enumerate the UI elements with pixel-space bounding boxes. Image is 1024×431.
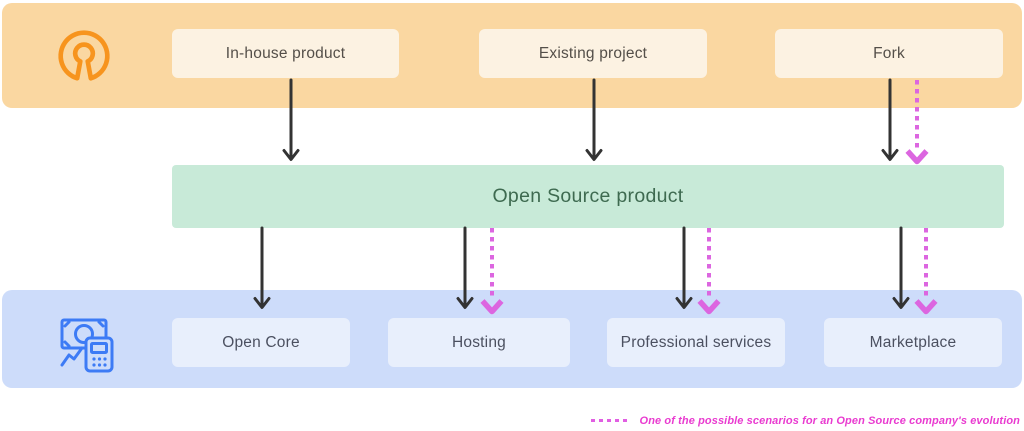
monetization-icon	[58, 316, 116, 379]
node-in-house-product: In-house product	[172, 29, 399, 78]
node-label: Professional services	[620, 333, 772, 351]
node-label: Open Core	[222, 333, 300, 351]
node-label: In-house product	[225, 44, 346, 62]
open-source-logo-icon	[55, 27, 113, 90]
node-open-source-product: Open Source product	[172, 165, 1004, 228]
node-professional-services: Professional services	[607, 318, 785, 367]
legend-text: One of the possible scenarios for an Ope…	[639, 414, 1020, 427]
node-label: Open Source product	[492, 185, 684, 207]
legend: One of the possible scenarios for an Ope…	[590, 413, 1020, 428]
node-hosting: Hosting	[388, 318, 570, 367]
node-existing-project: Existing project	[479, 29, 707, 78]
node-label: Existing project	[538, 44, 648, 62]
node-label: Marketplace	[869, 333, 957, 351]
node-label: Hosting	[452, 333, 506, 351]
node-fork: Fork	[775, 29, 1003, 78]
node-label: Fork	[873, 44, 905, 62]
node-marketplace: Marketplace	[824, 318, 1002, 367]
dashed-line-sample	[590, 418, 631, 423]
node-open-core: Open Core	[172, 318, 350, 367]
